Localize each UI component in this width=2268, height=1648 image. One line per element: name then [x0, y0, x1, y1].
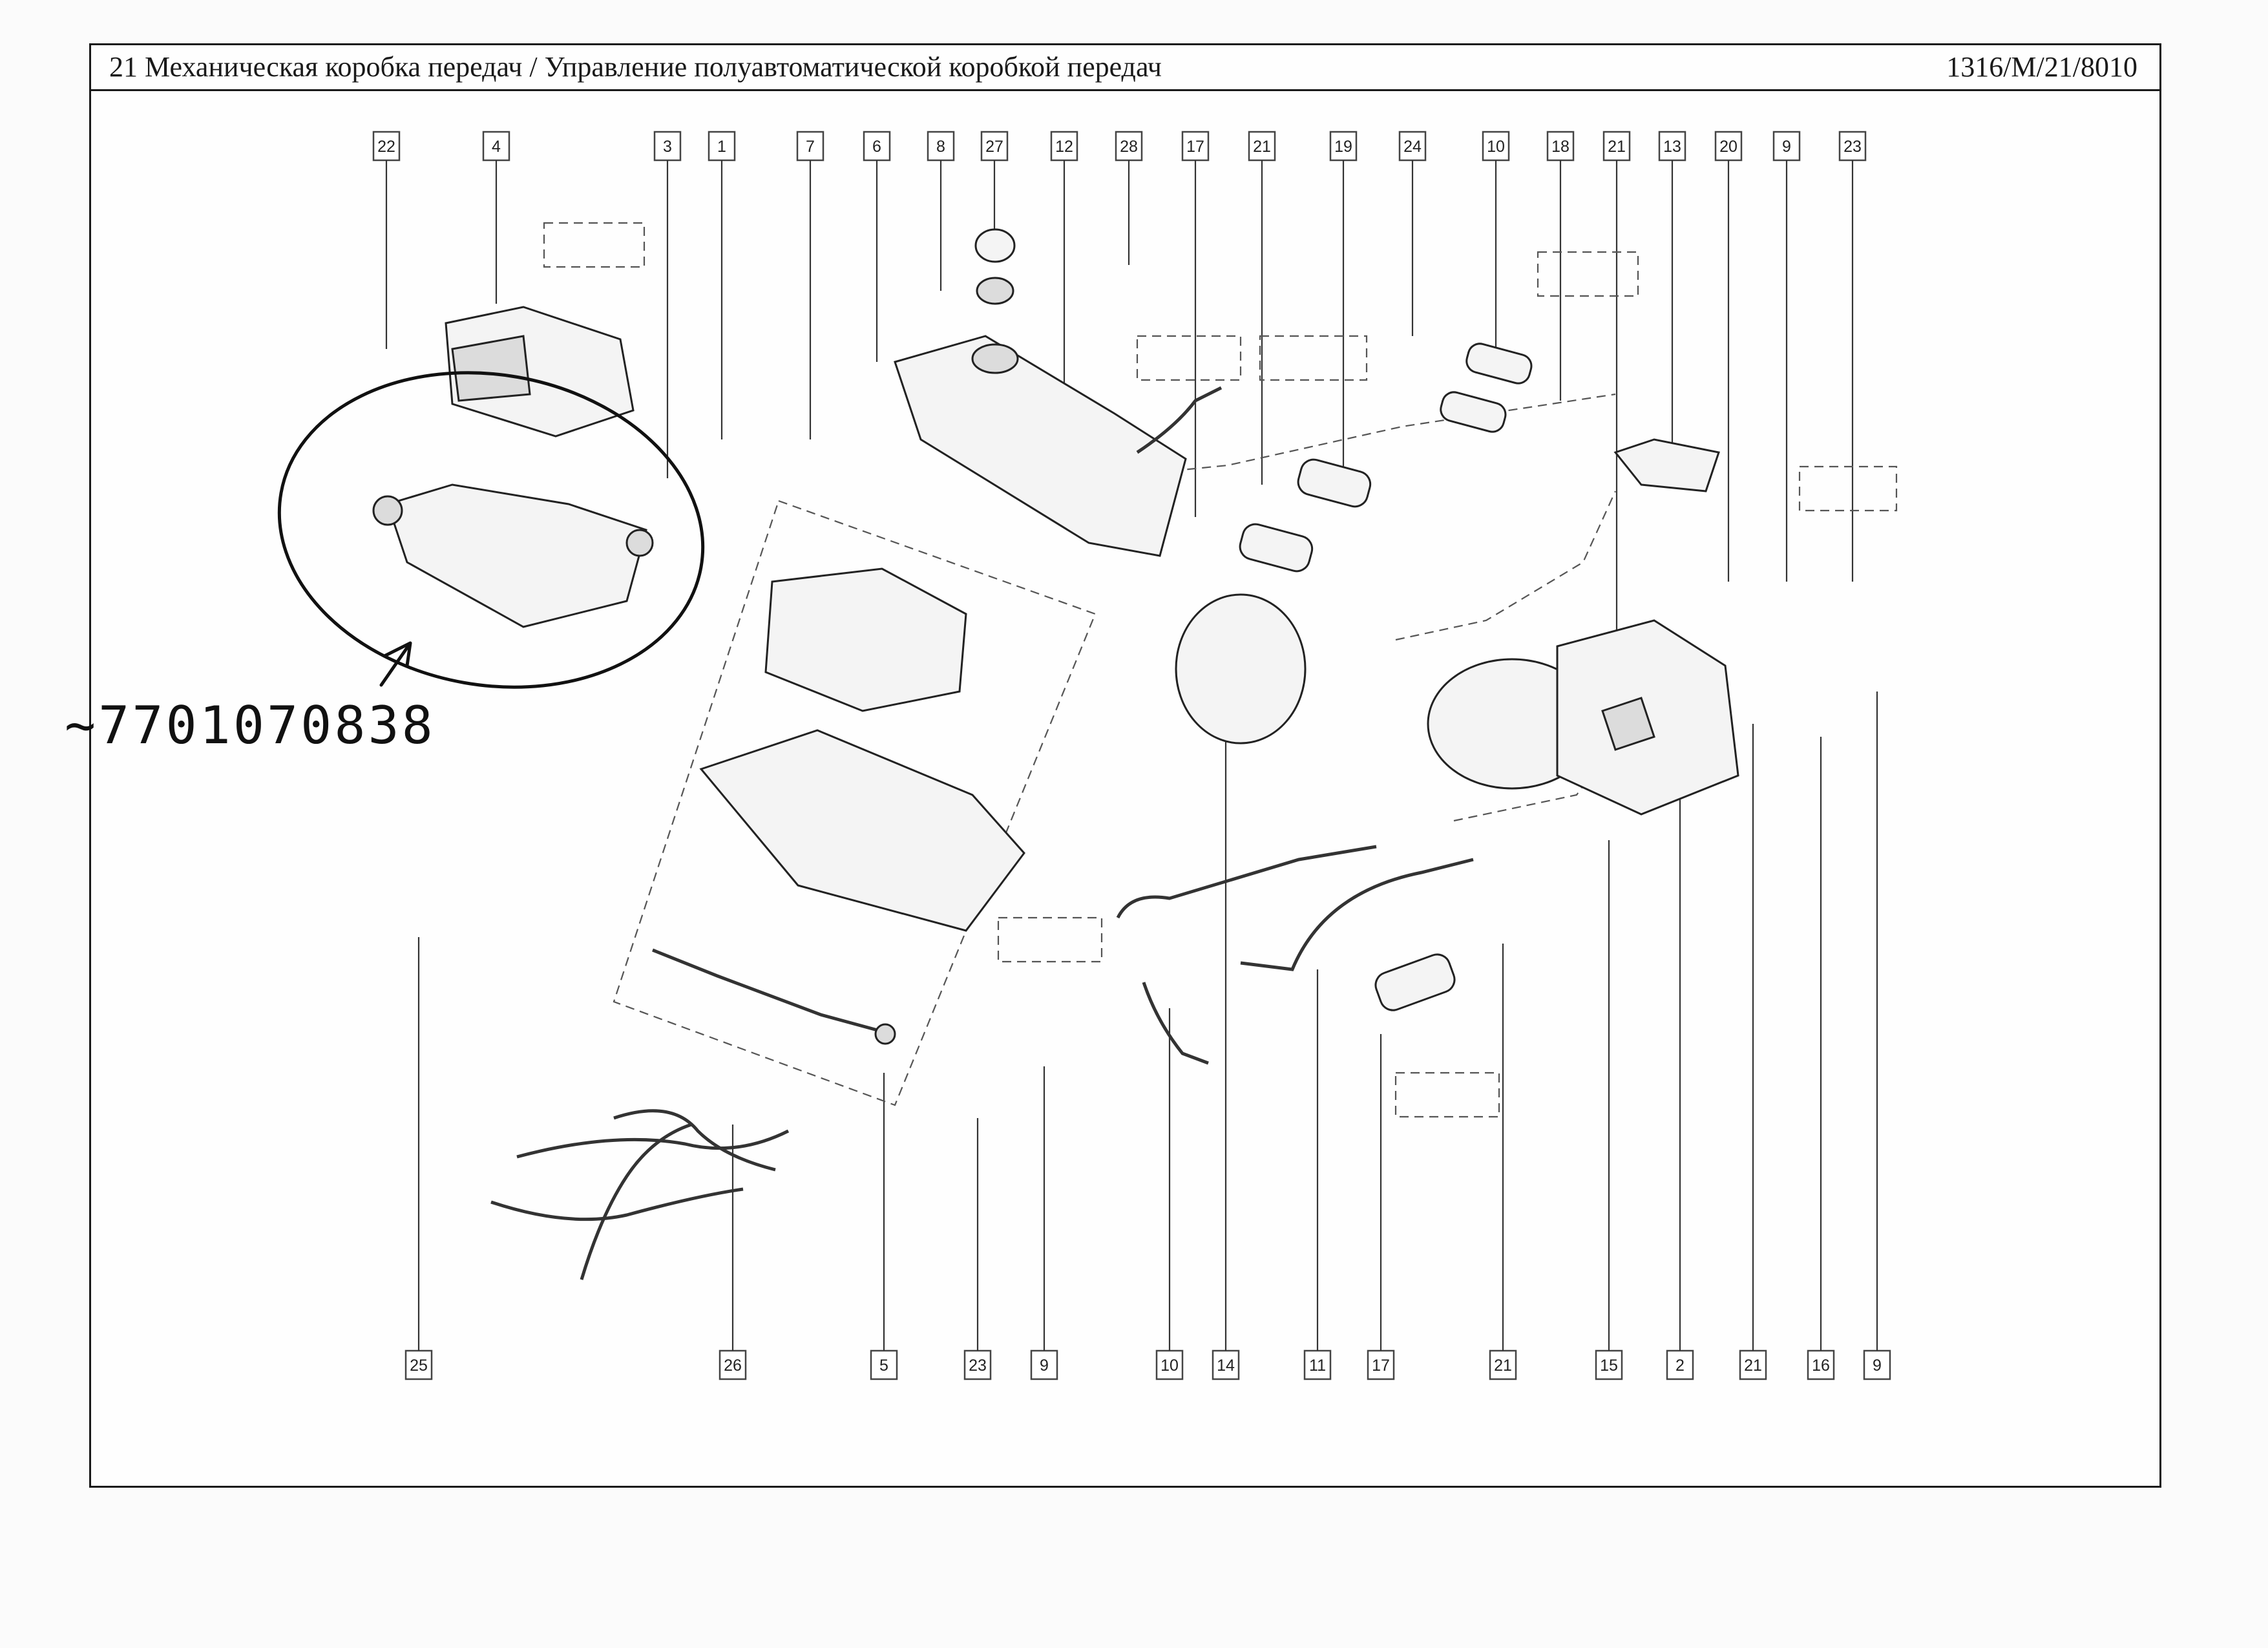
callout-bottom-2: 26 — [719, 1349, 747, 1380]
callout-bottom-10: 21 — [1489, 1349, 1517, 1380]
bottom-callout-row: 25 26 5 23 9 10 14 11 17 21 15 2 21 16 9 — [404, 1349, 1891, 1380]
callout-number: 16 — [1812, 1357, 1830, 1375]
callout-number: 13 — [1663, 138, 1681, 156]
slave-cylinder — [1374, 953, 1456, 1011]
wiring-harness — [490, 1109, 790, 1280]
callout-bottom-14: 16 — [1807, 1349, 1835, 1380]
callout-bottom-12: 2 — [1666, 1349, 1694, 1380]
hydraulic-pipes — [1116, 386, 1474, 1065]
callout-number: 8 — [936, 138, 945, 156]
callout-number: 9 — [1782, 138, 1791, 156]
callout-number: 22 — [377, 138, 395, 156]
callout-number: 9 — [1873, 1357, 1882, 1375]
callout-top-4: 1 — [708, 131, 736, 162]
callout-top-13: 19 — [1329, 131, 1358, 162]
callout-top-18: 13 — [1658, 131, 1686, 162]
callout-top-20: 9 — [1772, 131, 1801, 162]
callout-top-2: 4 — [482, 131, 510, 162]
callout-number: 7 — [806, 138, 815, 156]
callout-bottom-6: 10 — [1155, 1349, 1184, 1380]
fork-lever — [1613, 438, 1720, 492]
callout-top-12: 21 — [1248, 131, 1276, 162]
callout-number: 6 — [872, 138, 881, 156]
callout-bottom-11: 15 — [1595, 1349, 1623, 1380]
callout-number: 20 — [1719, 138, 1738, 156]
callout-bottom-1: 25 — [404, 1349, 433, 1380]
callout-bottom-4: 23 — [963, 1349, 992, 1380]
document-code: 1316/M/21/8010 — [1946, 51, 2137, 83]
hand-annotation: ~7701070838 — [65, 371, 705, 755]
callout-number: 2 — [1675, 1357, 1685, 1375]
drawing-frame: 21 Механическая коробка передач / Управл… — [89, 43, 2161, 1488]
callout-number: 18 — [1551, 138, 1570, 156]
illustrated-parts — [372, 228, 1739, 1280]
callout-number: 11 — [1309, 1357, 1326, 1375]
callout-top-11: 17 — [1181, 131, 1210, 162]
callout-number: 10 — [1487, 138, 1505, 156]
callout-number: 14 — [1217, 1357, 1235, 1375]
callout-bottom-3: 5 — [870, 1349, 898, 1380]
callout-top-3: 3 — [653, 131, 682, 162]
callout-top-10: 28 — [1115, 131, 1143, 162]
callout-bottom-8: 11 — [1303, 1349, 1332, 1380]
callout-top-9: 12 — [1050, 131, 1078, 162]
pump-motor-center — [699, 567, 1025, 932]
callout-top-6: 6 — [863, 131, 891, 162]
callout-number: 10 — [1160, 1357, 1179, 1375]
callout-number: 21 — [1608, 138, 1626, 156]
callout-bottom-9: 17 — [1367, 1349, 1395, 1380]
callout-top-17: 21 — [1602, 131, 1631, 162]
valve-block — [1556, 619, 1739, 816]
callout-number: 15 — [1600, 1357, 1618, 1375]
callout-top-15: 10 — [1482, 131, 1510, 162]
callout-number: 3 — [663, 138, 672, 156]
callout-number: 12 — [1055, 138, 1073, 156]
circled-module-assembly — [372, 306, 654, 628]
hydraulic-reservoir — [894, 228, 1187, 557]
callout-top-16: 18 — [1546, 131, 1575, 162]
callout-number: 9 — [1040, 1357, 1049, 1375]
callout-number: 24 — [1403, 138, 1422, 156]
callout-top-5: 7 — [796, 131, 824, 162]
accumulator-sphere — [1175, 593, 1597, 790]
callout-bottom-5: 9 — [1030, 1349, 1058, 1380]
callout-bottom-13: 21 — [1739, 1349, 1767, 1380]
gear-sensor-cable — [652, 948, 896, 1045]
callout-top-14: 24 — [1398, 131, 1427, 162]
callout-number: 17 — [1372, 1357, 1390, 1375]
callout-top-1: 22 — [372, 131, 401, 162]
callout-number: 19 — [1334, 138, 1352, 156]
callout-number: 21 — [1744, 1357, 1762, 1375]
title-bar: 21 Механическая коробка передач / Управл… — [91, 45, 2159, 91]
callout-number: 5 — [879, 1357, 888, 1375]
callout-bottom-7: 14 — [1212, 1349, 1240, 1380]
callout-number: 27 — [985, 138, 1003, 156]
callout-number: 17 — [1186, 138, 1204, 156]
page-title: 21 Механическая коробка передач / Управл… — [109, 51, 1162, 83]
callout-top-21: 23 — [1838, 131, 1867, 162]
solenoid-valves — [1239, 343, 1533, 573]
callout-top-7: 8 — [927, 131, 955, 162]
callout-number: 1 — [717, 138, 726, 156]
callout-top-19: 20 — [1714, 131, 1743, 162]
callout-number: 26 — [724, 1357, 742, 1375]
callout-top-8: 27 — [980, 131, 1009, 162]
handwritten-part-number: ~7701070838 — [65, 695, 436, 755]
callout-number: 23 — [969, 1357, 987, 1375]
callout-number: 4 — [492, 138, 501, 156]
callout-number: 23 — [1843, 138, 1862, 156]
callout-number: 28 — [1120, 138, 1138, 156]
callout-number: 21 — [1253, 138, 1271, 156]
callout-number: 21 — [1494, 1357, 1512, 1375]
callout-number: 25 — [410, 1357, 428, 1375]
callout-bottom-15: 9 — [1863, 1349, 1891, 1380]
